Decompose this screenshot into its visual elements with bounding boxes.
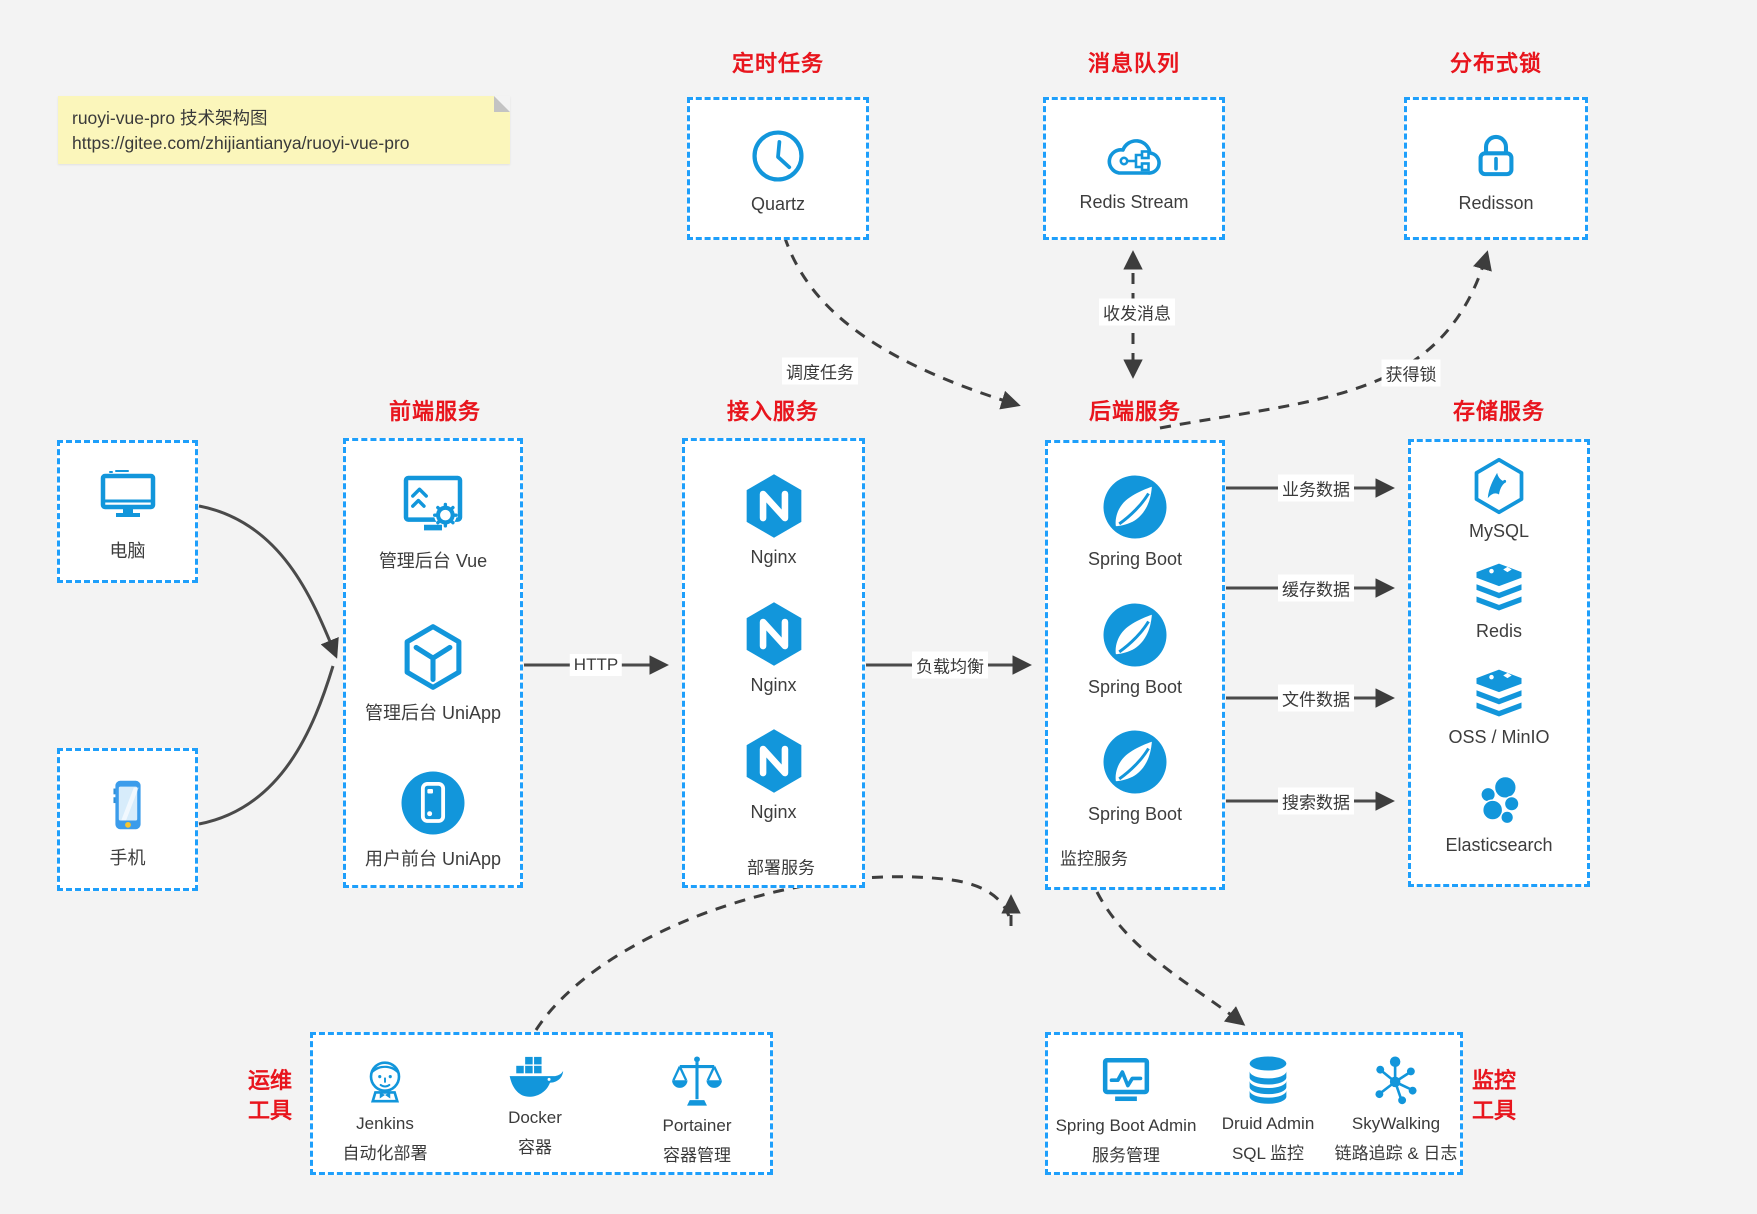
nginx-icon bbox=[739, 726, 809, 796]
gateway-item-nginx-3: Nginx bbox=[685, 726, 862, 823]
monitoring-box: Spring Boot Admin 服务管理 Druid Admin SQL 监… bbox=[1045, 1032, 1463, 1175]
admin-vue-icon bbox=[397, 469, 469, 541]
edge-label-http: HTTP bbox=[569, 654, 623, 676]
smartphone-icon bbox=[97, 774, 159, 836]
phone-box: 手机 bbox=[57, 748, 198, 891]
backend-item-spring-3: Spring Boot bbox=[1048, 726, 1222, 825]
backend-item-spring-2: Spring Boot bbox=[1048, 599, 1222, 698]
sticky-note: ruoyi-vue-pro 技术架构图 https://gitee.com/zh… bbox=[58, 96, 510, 164]
gateway-item-nginx-2: Nginx bbox=[685, 599, 862, 696]
mysql-icon bbox=[1469, 456, 1529, 516]
ops-item-portainer: Portainer 容器管理 bbox=[647, 1053, 747, 1166]
pc-label: 电脑 bbox=[109, 540, 146, 561]
frontend-item-uniapp-user: 用户前台 UniApp bbox=[346, 767, 520, 871]
spring-boot-admin-icon bbox=[1097, 1053, 1155, 1111]
monitoring-item-druid: Druid Admin SQL 监控 bbox=[1213, 1053, 1323, 1164]
edge-label-acquire-lock: 获得锁 bbox=[1381, 359, 1441, 387]
nginx-icon bbox=[739, 599, 809, 669]
title-lock: 分布式锁 bbox=[1449, 51, 1543, 76]
sticky-note-fold bbox=[494, 96, 510, 112]
storage-item-redis: Redis bbox=[1411, 560, 1587, 642]
ops-item-docker: Docker 容器 bbox=[485, 1053, 585, 1158]
edge-label-load-balance: 负载均衡 bbox=[912, 651, 988, 679]
frontend-item-uniapp-admin: 管理后台 UniApp bbox=[346, 621, 520, 725]
edge-monitor-service bbox=[1095, 891, 1246, 1026]
title-mq: 消息队列 bbox=[1087, 51, 1181, 76]
storage-item-elasticsearch: Elasticsearch bbox=[1411, 772, 1587, 856]
title-storage: 存储服务 bbox=[1452, 399, 1546, 424]
pc-box: 电脑 bbox=[57, 440, 198, 583]
storage-box: MySQL Redis bbox=[1408, 439, 1590, 887]
edge-label-deploy-service: 部署服务 bbox=[743, 852, 819, 880]
storage-item-oss-minio: OSS / MinIO bbox=[1411, 666, 1587, 748]
skywalking-icon bbox=[1368, 1053, 1424, 1109]
edge-label-monitor-service: 监控服务 bbox=[1056, 843, 1132, 871]
phone-label: 手机 bbox=[109, 847, 146, 868]
portainer-icon bbox=[668, 1053, 726, 1111]
backend-box: Spring Boot Spring Boot Spring Boot bbox=[1045, 440, 1225, 890]
spring-boot-icon bbox=[1099, 726, 1171, 798]
edge-label-cache-data: 缓存数据 bbox=[1278, 574, 1354, 602]
scheduler-box: Quartz bbox=[687, 97, 869, 240]
title-frontend: 前端服务 bbox=[388, 399, 482, 424]
monitoring-item-skywalking: SkyWalking 链路追踪 & 日志 bbox=[1331, 1053, 1461, 1164]
note-url: https://gitee.com/zhijiantianya/ruoyi-vu… bbox=[72, 133, 410, 153]
lock-box: Redisson bbox=[1404, 97, 1588, 240]
gateway-item-nginx-1: Nginx bbox=[685, 471, 862, 568]
edge-pc-to-frontend bbox=[198, 504, 339, 659]
spring-boot-icon bbox=[1099, 599, 1171, 671]
elasticsearch-icon bbox=[1470, 772, 1528, 830]
nginx-icon bbox=[739, 471, 809, 541]
oss-minio-icon bbox=[1469, 666, 1529, 722]
title-ops: 运维 工具 bbox=[248, 1068, 293, 1123]
edge-label-file-data: 文件数据 bbox=[1278, 684, 1354, 712]
monitoring-item-sba: Spring Boot Admin 服务管理 bbox=[1056, 1053, 1196, 1166]
edge-label-search-data: 搜索数据 bbox=[1278, 787, 1354, 815]
frontend-item-vue: 管理后台 Vue bbox=[346, 469, 520, 573]
redis-icon bbox=[1469, 560, 1529, 616]
title-scheduler: 定时任务 bbox=[731, 51, 825, 76]
cube-icon bbox=[397, 621, 469, 693]
title-monitoring: 监控 工具 bbox=[1472, 1068, 1517, 1123]
ops-item-jenkins: Jenkins 自动化部署 bbox=[335, 1053, 435, 1164]
redisson-label: Redisson bbox=[1458, 193, 1534, 213]
lock-icon bbox=[1467, 127, 1525, 185]
storage-item-mysql: MySQL bbox=[1411, 456, 1587, 542]
edge-label-schedule-task: 调度任务 bbox=[782, 357, 858, 385]
mq-box: Redis Stream bbox=[1043, 97, 1225, 240]
edge-deploy-service bbox=[534, 875, 1013, 1031]
ops-box: Jenkins 自动化部署 Docker 容器 bbox=[310, 1032, 773, 1175]
cloud-stream-icon bbox=[1102, 128, 1166, 184]
desktop-icon bbox=[96, 465, 160, 529]
mobile-circle-icon bbox=[397, 767, 469, 839]
edge-phone-to-frontend bbox=[198, 665, 335, 826]
clock-icon bbox=[748, 126, 808, 186]
title-backend: 后端服务 bbox=[1088, 399, 1182, 424]
note-title: ruoyi-vue-pro 技术架构图 bbox=[72, 108, 268, 128]
jenkins-icon bbox=[357, 1053, 413, 1109]
spring-boot-icon bbox=[1099, 471, 1171, 543]
edge-acquire-lock bbox=[1159, 250, 1492, 430]
docker-icon bbox=[505, 1053, 565, 1103]
title-gateway: 接入服务 bbox=[726, 399, 820, 424]
druid-icon bbox=[1240, 1053, 1296, 1109]
frontend-box: 管理后台 Vue 管理后台 UniApp 用户前台 UniApp bbox=[343, 438, 523, 888]
edge-label-send-receive-message: 收发消息 bbox=[1099, 298, 1175, 326]
edge-label-business-data: 业务数据 bbox=[1278, 474, 1354, 502]
backend-item-spring-1: Spring Boot bbox=[1048, 471, 1222, 570]
gateway-box: Nginx Nginx Nginx bbox=[682, 438, 865, 888]
quartz-label: Quartz bbox=[750, 194, 806, 214]
redis-stream-label: Redis Stream bbox=[1079, 192, 1189, 212]
